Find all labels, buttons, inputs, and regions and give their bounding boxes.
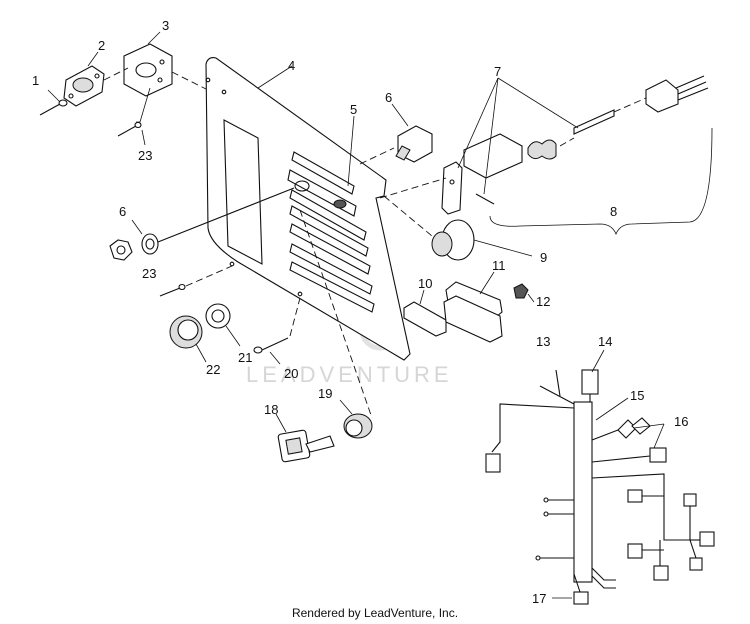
- callout-6-upper: 6: [385, 90, 392, 105]
- callout-12: 12: [536, 294, 550, 309]
- callout-5: 5: [350, 102, 357, 117]
- part-19-ignition: [339, 399, 373, 439]
- callout-15: 15: [630, 388, 644, 403]
- part-15-wiring-harness: [485, 349, 715, 605]
- part-22-ring-nut: [169, 315, 207, 363]
- part-2-bezel: [63, 51, 105, 107]
- callout-17: 17: [532, 591, 546, 606]
- footer-credit: Rendered by LeadVenture, Inc.: [291, 606, 459, 620]
- part-10-bracket: [403, 289, 447, 337]
- part-6-nut: [109, 187, 295, 261]
- watermark: LEADVENTURE: [246, 309, 453, 387]
- callout-8: 8: [610, 204, 617, 219]
- callout-2: 2: [98, 38, 105, 53]
- part-21-washer: [205, 303, 241, 347]
- part-1-screw: [39, 89, 68, 116]
- part-7-switch-assembly: [379, 75, 713, 236]
- callout-9: 9: [540, 250, 547, 265]
- callout-4: 4: [288, 58, 295, 73]
- part-11-bracket: [443, 271, 503, 343]
- callout-13: 13: [536, 334, 550, 349]
- callout-19: 19: [318, 386, 332, 401]
- part-3-plate: [103, 31, 213, 97]
- callout-22: 22: [206, 362, 220, 377]
- callout-10: 10: [418, 276, 432, 291]
- callout-6-lower: 6: [119, 204, 126, 219]
- callout-23-upper: 23: [138, 148, 152, 163]
- part-12-nut: [513, 283, 535, 303]
- callout-16: 16: [674, 414, 688, 429]
- part-20-screw: [253, 297, 301, 365]
- part-9-knob: [383, 195, 533, 261]
- callout-18: 18: [264, 402, 278, 417]
- callout-7: 7: [494, 64, 501, 79]
- callout-labels: 1 2 3 4 5 6 7 8 9 10 11 12 13 14 15 16 1…: [32, 18, 688, 606]
- part-5-leader: [299, 115, 373, 419]
- callout-3: 3: [162, 18, 169, 33]
- callout-11: 11: [492, 258, 506, 273]
- part-18-key: [275, 413, 335, 463]
- callout-1: 1: [32, 73, 39, 88]
- part-4-panel: [205, 57, 411, 361]
- part-23-screw-upper: [117, 87, 151, 146]
- part-23-screw-lower: [159, 265, 233, 297]
- callout-21: 21: [238, 350, 252, 365]
- watermark-text: LEADVENTURE: [246, 362, 453, 387]
- part-6-toggle-switch: [359, 103, 433, 165]
- callout-20: 20: [284, 366, 298, 381]
- callout-14: 14: [598, 334, 612, 349]
- callout-23-lower: 23: [142, 266, 156, 281]
